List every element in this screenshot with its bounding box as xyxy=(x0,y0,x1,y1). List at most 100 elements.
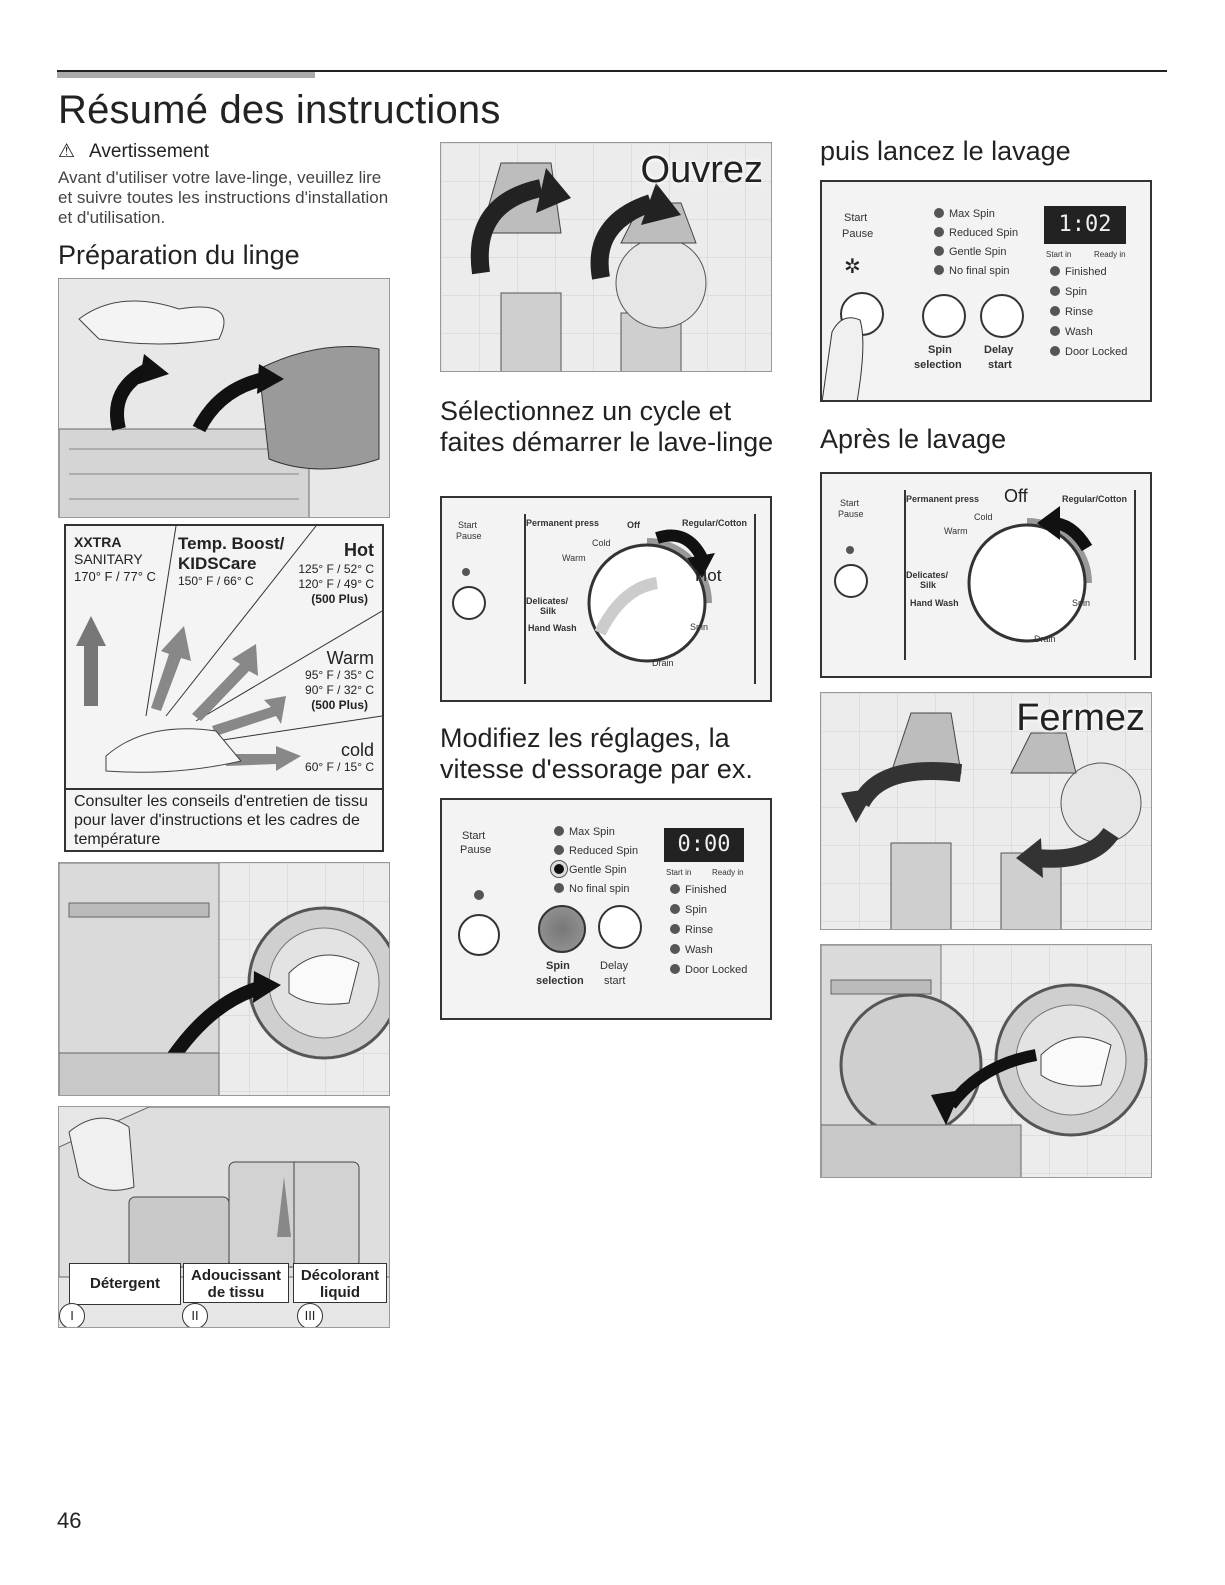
start-pause-button[interactable] xyxy=(458,914,500,956)
status-finished: Finished xyxy=(1050,266,1107,278)
led-icon xyxy=(670,964,680,974)
regular-label: Regular/Cotton xyxy=(1062,494,1127,504)
perm-press-label: Permanent press xyxy=(906,494,980,504)
led-icon xyxy=(1050,346,1060,356)
warm-temp-2: 90° F / 32° C xyxy=(305,683,374,697)
status-door-locked: Door Locked xyxy=(670,964,747,976)
start-label: Start xyxy=(462,830,486,842)
unload-washer-illustration xyxy=(820,944,1152,1178)
led-icon xyxy=(1050,286,1060,296)
load-washer-drawing xyxy=(59,863,389,1095)
start-led xyxy=(462,568,470,576)
option-gentle-spin[interactable]: Gentle Spin xyxy=(934,246,1006,258)
cycle-dial[interactable] xyxy=(582,538,712,668)
delicates-label: Delicates/ xyxy=(526,596,569,606)
start-pause-button[interactable] xyxy=(834,564,868,598)
option-no-final-spin[interactable]: No final spin xyxy=(554,883,630,895)
softener-label: Adoucissant de tissu xyxy=(183,1263,289,1303)
dial-arrow-icon xyxy=(655,529,715,578)
led-icon xyxy=(554,826,564,836)
led-icon xyxy=(670,904,680,914)
cold-label: cold xyxy=(340,740,374,760)
warm-temp-1: 95° F / 35° C xyxy=(305,668,374,682)
spin-selection-button[interactable] xyxy=(922,294,966,338)
open-label: Ouvrez xyxy=(640,149,763,191)
compartment-1: I xyxy=(59,1303,85,1327)
start-in-label: Start in xyxy=(1046,250,1072,259)
kids-label: KIDSCare xyxy=(178,554,257,573)
temperature-rays xyxy=(76,526,382,773)
xxtra-label: XXTRA xyxy=(74,534,122,550)
hot-temp-2: 120° F / 49° C xyxy=(298,577,374,591)
perm-press-label: Permanent press xyxy=(526,518,600,528)
led-icon xyxy=(934,246,944,256)
silk-label: Silk xyxy=(920,580,937,590)
start-pause-button[interactable] xyxy=(452,586,486,620)
led-icon xyxy=(554,845,564,855)
section-launch: puis lancez le lavage xyxy=(820,136,1071,166)
led-icon xyxy=(1050,306,1060,316)
kids-temp: 150° F / 66° C xyxy=(178,574,254,588)
hot-label: Hot xyxy=(695,566,722,585)
warning-heading: ⚠Avertissement xyxy=(58,141,210,162)
pause-label: Pause xyxy=(460,844,492,856)
option-no-final-spin[interactable]: No final spin xyxy=(934,265,1010,277)
section-select: Sélectionnez un cycle et faites démarrer… xyxy=(440,396,774,457)
boost-label: Temp. Boost/ xyxy=(178,534,285,553)
led-icon xyxy=(934,208,944,218)
option-reduced-spin[interactable]: Reduced Spin xyxy=(554,845,638,857)
basket-drawing xyxy=(59,300,380,517)
hot-label: Hot xyxy=(344,540,374,560)
led-icon xyxy=(554,883,564,893)
start-in-label: Start in xyxy=(666,868,692,877)
temperature-chart: XXTRA SANITARY 170° F / 77° C Temp. Boos… xyxy=(64,524,384,852)
detergent-label: Détergent xyxy=(69,1263,181,1305)
delay-start-label: start xyxy=(604,975,626,987)
option-gentle-spin[interactable]: Gentle Spin xyxy=(554,864,626,876)
dial-panel-select: Start Pause Permanent press Off Regular/… xyxy=(440,496,772,702)
pause-label: Pause xyxy=(456,531,482,541)
silk-label: Silk xyxy=(540,606,557,616)
status-finished: Finished xyxy=(670,884,727,896)
led-icon xyxy=(670,884,680,894)
section-modify: Modifiez les réglages, la vitesse d'esso… xyxy=(440,723,753,784)
warning-icon: ⚠ xyxy=(58,141,76,162)
load-washer-illustration xyxy=(58,862,390,1096)
top-rule xyxy=(57,70,1167,72)
delay-start-button[interactable] xyxy=(598,905,642,949)
hot-plus: (500 Plus) xyxy=(311,592,368,606)
dispenser-drawing xyxy=(59,1107,389,1278)
spin-label: Spin xyxy=(928,344,952,356)
start-label: Start xyxy=(840,498,860,508)
page-title: Résumé des instructions xyxy=(58,88,501,132)
cold-label: Cold xyxy=(974,512,993,522)
delay-label: Delay xyxy=(600,960,629,972)
hot-temp-1: 125° F / 52° C xyxy=(298,562,374,576)
spin-selection-button[interactable] xyxy=(538,905,586,953)
compartment-2: II xyxy=(182,1303,208,1327)
sanitary-temp: 170° F / 77° C xyxy=(74,569,156,584)
open-faucet-illustration: Ouvrez xyxy=(440,142,772,372)
option-max-spin[interactable]: Max Spin xyxy=(554,826,615,838)
delay-start-button[interactable] xyxy=(980,294,1024,338)
status-door-locked: Door Locked xyxy=(1050,346,1127,358)
option-reduced-spin[interactable]: Reduced Spin xyxy=(934,227,1018,239)
selection-label: selection xyxy=(914,359,962,371)
start-label: Start xyxy=(458,520,478,530)
laundry-basket-illustration xyxy=(58,278,390,518)
status-wash: Wash xyxy=(670,944,713,956)
led-icon xyxy=(1050,266,1060,276)
compartment-3: III xyxy=(297,1303,323,1327)
cycle-dial[interactable] xyxy=(962,518,1092,648)
warm-plus: (500 Plus) xyxy=(311,698,368,712)
sanitary-label: SANITARY xyxy=(74,551,143,567)
led-icon xyxy=(670,924,680,934)
option-max-spin[interactable]: Max Spin xyxy=(934,208,995,220)
section-after: Après le lavage xyxy=(820,424,1007,454)
warm-label: Warm xyxy=(562,553,586,563)
pause-label: Pause xyxy=(838,509,864,519)
drain-label: Drain xyxy=(1034,634,1056,644)
delay-label: Delay xyxy=(984,344,1014,356)
warning-text: Avant d'utiliser votre lave-linge, veuil… xyxy=(58,168,389,227)
status-rinse: Rinse xyxy=(670,924,713,936)
